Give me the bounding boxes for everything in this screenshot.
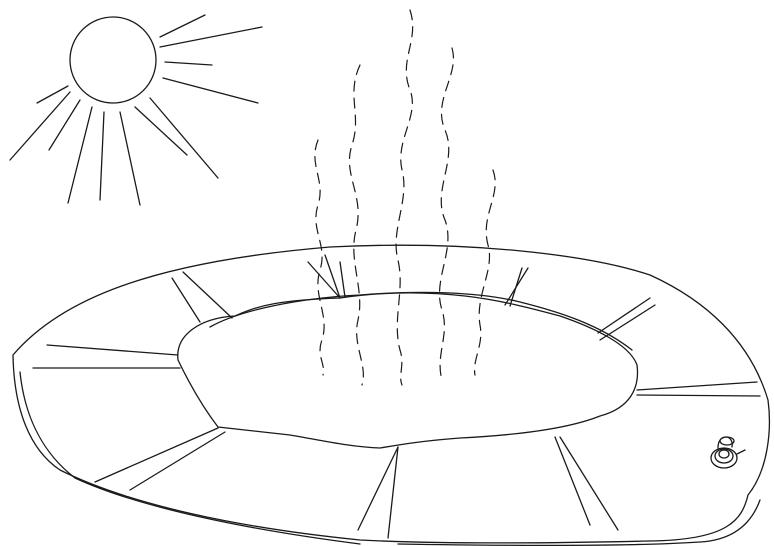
air-valve-icon	[711, 437, 745, 468]
sun-disc	[70, 17, 156, 103]
sun-rays	[10, 15, 262, 205]
heat-wave-5	[475, 170, 496, 375]
inflatable-pool	[13, 245, 769, 545]
pool-seams	[33, 255, 760, 538]
pool-inner-lip	[210, 292, 632, 350]
heat-waves	[315, 10, 495, 385]
sun-icon	[10, 15, 262, 205]
heat-wave-4	[440, 48, 454, 380]
heat-wave-1	[315, 140, 324, 375]
pool-outer-rim	[13, 245, 769, 543]
heat-wave-2	[349, 65, 363, 385]
heat-wave-3	[396, 10, 413, 385]
